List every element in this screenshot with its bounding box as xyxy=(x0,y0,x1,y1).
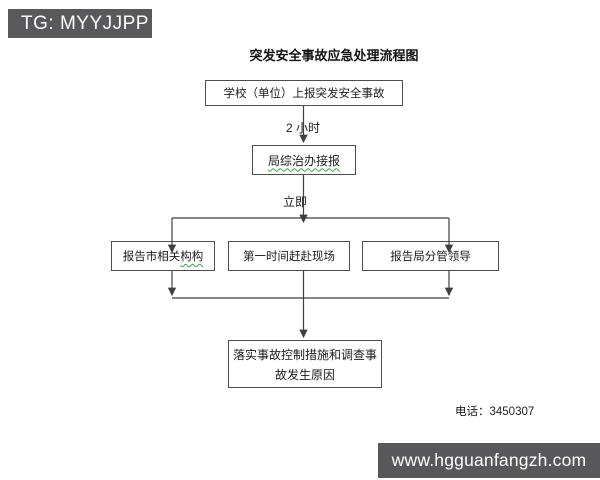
node-implement-measures: 落实事故控制措施和调查事 故发生原因 xyxy=(228,340,382,388)
node-rush-to-scene: 第一时间赶赴现场 xyxy=(228,241,350,271)
edge-label-two-hours: 2 小时 xyxy=(286,121,321,135)
node-report-bureau-leader: 报告局分管领导 xyxy=(362,241,499,271)
node-school-report: 学校（单位）上报突发安全事故 xyxy=(205,80,403,106)
node-implement-line1: 落实事故控制措施和调查事 xyxy=(232,348,377,362)
node-office-receive-label: 局综治办接报 xyxy=(267,153,340,168)
site-watermark: www.hgguanfangzh.com xyxy=(378,443,600,478)
node-report-city-label-flagged: 构构 xyxy=(180,251,204,263)
edge-label-immediately: 立即 xyxy=(283,195,308,209)
page-title: 突发安全事故应急处理流程图 xyxy=(249,48,419,63)
phone-number: 电话：3450307 xyxy=(455,406,535,418)
node-implement-line2: 故发生原因 xyxy=(274,368,335,382)
node-office-receive: 局综治办接报 xyxy=(252,145,356,175)
tg-badge: TG: MYYJJPP xyxy=(8,9,152,38)
node-report-city-agencies: 报告市相关构构 xyxy=(111,241,215,271)
node-report-city-label: 报告市相关 xyxy=(122,251,181,263)
